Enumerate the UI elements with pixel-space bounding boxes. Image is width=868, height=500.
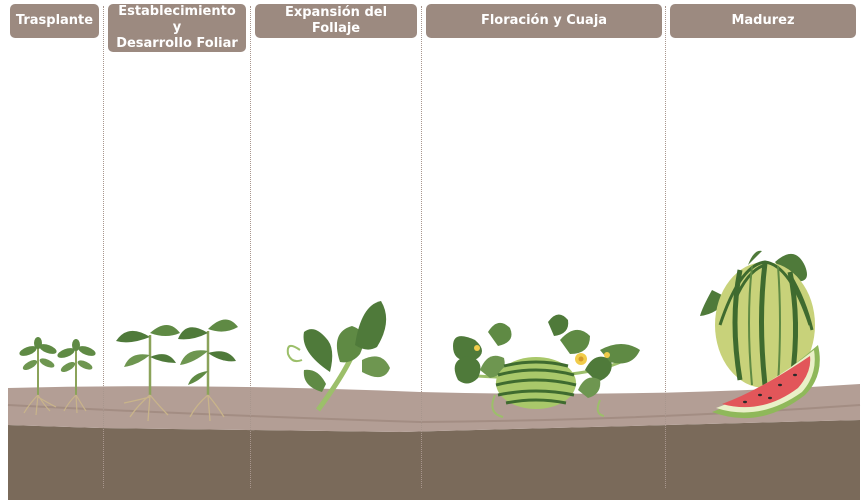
young-plant-icon [116, 319, 238, 422]
stage-label-text: Establecimiento y [118, 4, 236, 35]
stage-label-text: Desarrollo Foliar [116, 36, 238, 51]
stage-label-text: Madurez [731, 13, 795, 28]
flowering-vine-icon [453, 314, 640, 418]
deep-soil [8, 420, 860, 500]
watermelon-icon [700, 250, 820, 419]
seedling-icon [19, 337, 96, 416]
stage-label-text: Expansión del Follaje [284, 5, 388, 36]
stage-label-flowering: Floración y Cuaja [426, 4, 662, 38]
stage-label-maturity: Madurez [670, 4, 856, 38]
stage-divider [103, 6, 104, 488]
stage-label-establishment: Establecimiento y Desarrollo Foliar [108, 4, 246, 52]
stage-divider [665, 6, 666, 488]
topsoil-band [8, 384, 860, 432]
watermelon-slice [712, 345, 820, 419]
stage-label-text: Trasplante [15, 13, 94, 28]
stage-label-foliage-expansion: Expansión del Follaje [255, 4, 417, 38]
stage-divider [250, 6, 251, 488]
stage-divider [421, 6, 422, 488]
stage-label-text: Floración y Cuaja [480, 13, 608, 28]
stage-label-transplant: Trasplante [10, 4, 99, 38]
vine-icon [286, 301, 390, 412]
